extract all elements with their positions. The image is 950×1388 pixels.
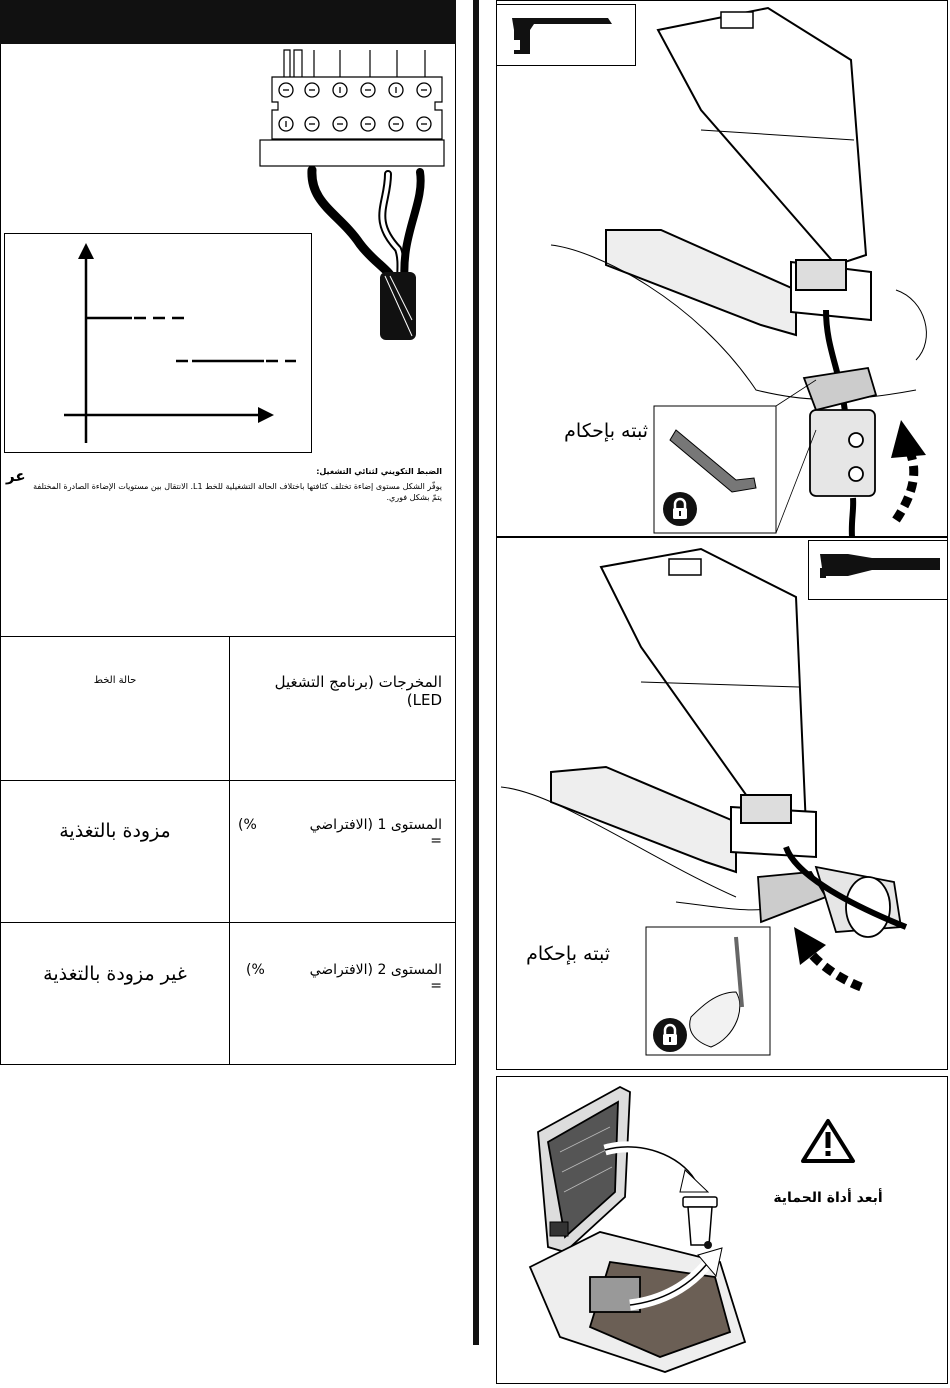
header-line-state: حالة الخط: [93, 675, 137, 686]
step1-caption: ثبته بإحكام: [564, 420, 648, 442]
push-arrow: [802, 944, 863, 992]
warning-triangle-icon: [801, 1119, 855, 1163]
step1-illustration: [550, 6, 927, 538]
rotate-arrow: [892, 453, 919, 523]
config-table: [0, 636, 456, 1065]
config-description: يوفّر الشكل مستوى إضاءة تختلف كثافتها با…: [33, 482, 442, 502]
trash-bin-icon: [682, 1196, 718, 1249]
column-divider: [473, 0, 479, 1345]
lock-icon: [663, 492, 697, 526]
level-graph: [64, 243, 296, 443]
luminaire-thumbnail: [820, 554, 940, 578]
hex-key: [669, 429, 757, 493]
step2-model-thumb: [808, 540, 948, 600]
header-bar: [0, 0, 456, 44]
terminal-block-diagram: [259, 49, 445, 340]
hand-wrench: [689, 991, 741, 1048]
row1-percent: %): [238, 817, 257, 833]
row2-level: المستوى 2 (الافتراضي =: [309, 962, 442, 994]
step2-caption: ثبته بإحكام: [526, 943, 610, 965]
row2-state: غير مزودة بالتغذية: [43, 963, 187, 985]
level-graph-frame: [4, 233, 312, 453]
step3-panel: [496, 1076, 948, 1384]
step2-illustration: [500, 547, 908, 1056]
row1-level: المستوى 1 (الافتراضي =: [309, 817, 442, 849]
luminaire-thumbnail: [512, 18, 612, 54]
warning-label: أبعد أداة الحماية: [773, 1190, 883, 1206]
pole-adapter: [802, 366, 878, 497]
lock-icon: [653, 1018, 687, 1052]
step1-panel: [496, 0, 948, 537]
cable-wires: [307, 165, 425, 289]
config-title: الضبط التكويني لثنائي التشغيل:: [316, 467, 442, 476]
terminal-screws: [278, 82, 432, 132]
step2-panel: [496, 537, 948, 1070]
row2-percent: %): [246, 962, 265, 978]
step1-model-thumb: [496, 4, 636, 66]
language-code: عر: [6, 467, 26, 485]
header-outputs: المخرجات (برنامج التشغيل LED): [274, 673, 442, 709]
remove-arrows: [603, 1141, 723, 1311]
pole-adapter: [757, 865, 903, 938]
row1-state: مزودة بالتغذية: [59, 820, 171, 842]
